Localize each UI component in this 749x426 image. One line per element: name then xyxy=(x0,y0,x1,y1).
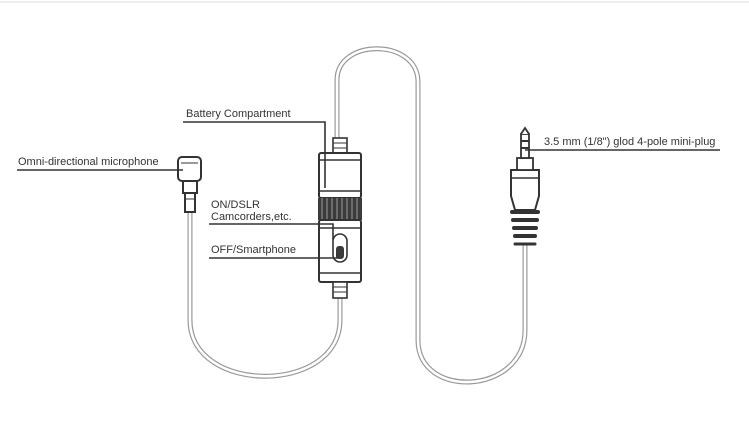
camcorders-label: Camcorders,etc. xyxy=(211,211,292,223)
leader-lines xyxy=(17,121,720,259)
off-smartphone-label: OFF/Smartphone xyxy=(211,244,296,256)
mini-plug-icon xyxy=(510,126,540,246)
off-leader-line xyxy=(209,253,338,259)
controller-icon xyxy=(318,137,362,299)
cable-loop-inner xyxy=(335,47,527,384)
battery-leader-line xyxy=(183,121,326,188)
on-leader-line xyxy=(209,223,334,240)
cable-mic-outer xyxy=(187,209,343,379)
mini-plug-label: 3.5 mm (1/8") glod 4-pole mini-plug xyxy=(544,136,716,148)
on-dslr-label: ON/DSLR xyxy=(211,199,260,211)
cable-mic-inner xyxy=(188,210,342,378)
microphone-icon xyxy=(177,156,202,213)
cables xyxy=(187,46,528,385)
battery-compartment-label: Battery Compartment xyxy=(186,108,291,120)
cable-loop-outer xyxy=(334,46,528,385)
microphone-label: Omni-directional microphone xyxy=(18,156,159,168)
